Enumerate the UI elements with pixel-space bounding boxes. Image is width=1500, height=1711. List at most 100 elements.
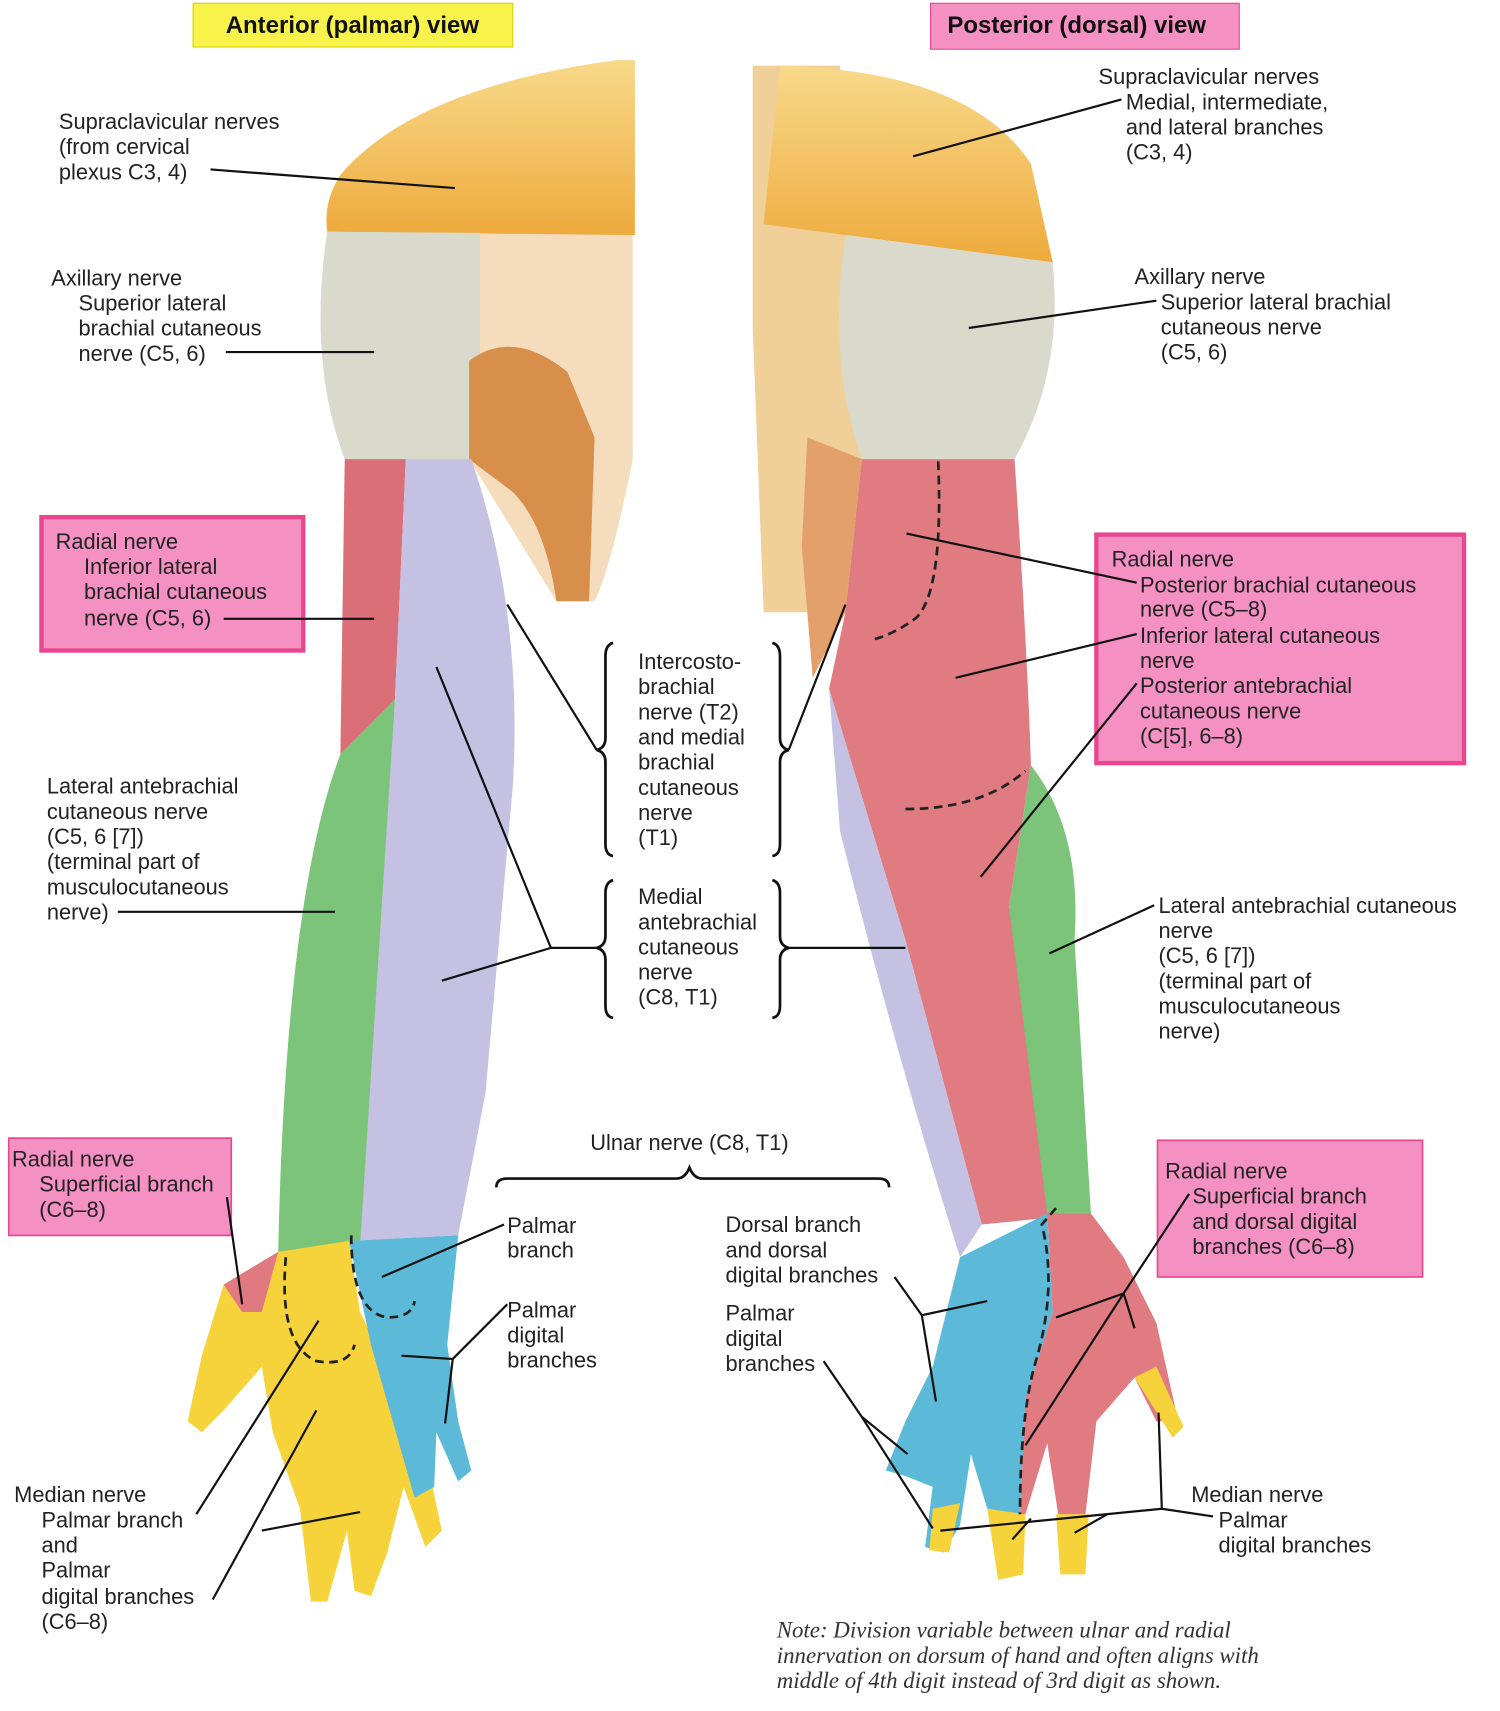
label-line: and dorsal digital xyxy=(1192,1209,1357,1234)
label-posterior-median: Median nerve Palmar digital branches xyxy=(940,1412,1372,1557)
leader-line xyxy=(940,1412,1214,1541)
label-posterior-palmar-digital: Palmar digital branches xyxy=(725,1301,934,1530)
label-line: (C5, 6 [7]) xyxy=(1159,943,1256,968)
note-line: Note: Division variable between ulnar an… xyxy=(776,1618,1231,1643)
label-line: digital xyxy=(507,1323,564,1348)
anterior-radial-box xyxy=(39,514,306,653)
label-anterior-radial-superficial: Radial nerve Superficial branch (C6–8) xyxy=(12,1147,244,1305)
label-line: (terminal part of xyxy=(1159,968,1313,993)
label-line: Supraclavicular nerves xyxy=(1099,64,1320,89)
label-line: digital xyxy=(725,1326,782,1351)
label-line: cutaneous nerve xyxy=(47,799,208,824)
label-anterior-lateral-antebrachial: Lateral antebrachial cutaneous nerve (C5… xyxy=(47,774,335,924)
median-hand-region xyxy=(187,1240,442,1602)
label-posterior-lateral-antebrachial: Lateral antebrachial cutaneous nerve (C5… xyxy=(1049,893,1457,1044)
label-line: digital branches xyxy=(725,1262,878,1287)
lateral-antebrachial-region xyxy=(1009,765,1091,1214)
label-line: Posterior antebrachial xyxy=(1140,673,1352,698)
label-intercostobrachial: Intercosto- brachial nerve (T2) and medi… xyxy=(506,604,847,858)
label-line: Axillary nerve xyxy=(51,265,182,290)
leader-line xyxy=(195,1320,361,1601)
right-brace xyxy=(771,641,790,858)
label-line: branches xyxy=(725,1351,815,1376)
label-line: branches xyxy=(507,1348,597,1373)
leader-line xyxy=(381,1223,505,1278)
footnote: Note: Division variable between ulnar an… xyxy=(776,1618,1259,1693)
radial-region xyxy=(340,459,406,755)
ulnar-palmar-boundary xyxy=(349,1235,416,1319)
label-line: Radial nerve xyxy=(56,529,178,554)
label-line: Inferior lateral xyxy=(84,554,217,579)
posterior-arm xyxy=(752,65,1184,1580)
note-line: middle of 4th digit instead of 3rd digit… xyxy=(777,1668,1221,1693)
label-line: branch xyxy=(507,1237,574,1262)
note-line: innervation on dorsum of hand and often … xyxy=(777,1643,1259,1668)
ulnar-dorsal-hand-region xyxy=(885,1213,1053,1553)
median-palmar-boundary xyxy=(283,1257,356,1364)
label-line: Superior lateral brachial xyxy=(1161,289,1391,314)
label-line: Ulnar nerve (C8, T1) xyxy=(590,1130,788,1155)
lateral-antebrachial-region xyxy=(278,699,395,1252)
anterior-arm xyxy=(187,60,635,1602)
posterior-radial-superficial-box xyxy=(1156,1139,1424,1278)
ulnar-brace xyxy=(495,1163,891,1188)
axillary-region xyxy=(839,235,1055,460)
label-line: Palmar xyxy=(725,1301,794,1326)
label-line: brachial cutaneous xyxy=(79,316,262,341)
label-line: (C[5], 6–8) xyxy=(1140,723,1243,748)
anterior-title-box xyxy=(192,2,514,48)
anterior-radial-superficial-box xyxy=(7,1137,233,1237)
label-line: (terminal part of xyxy=(47,849,201,874)
label-line: (C6–8) xyxy=(41,1609,108,1634)
ulnar-radial-hand-boundary xyxy=(1018,1207,1058,1515)
posterior-radial-box xyxy=(1094,532,1467,766)
label-anterior-axillary: Axillary nerve Superior lateral brachial… xyxy=(51,265,375,366)
radial-dorsal-hand-region xyxy=(1020,1213,1179,1515)
label-anterior-median: Median nerve Palmar branch and Palmar di… xyxy=(14,1320,361,1634)
label-line: Palmar xyxy=(507,1297,576,1322)
label-line: Intercosto- xyxy=(638,649,741,674)
leader-line xyxy=(1049,904,1155,955)
label-line: cutaneous xyxy=(638,934,739,959)
leader-line xyxy=(912,98,1122,158)
label-medial-antebrachial: Medial antebrachial cutaneous nerve (C8,… xyxy=(435,666,906,1020)
label-line: and dorsal xyxy=(725,1237,827,1262)
leader-line xyxy=(893,1276,988,1402)
right-brace xyxy=(771,878,790,1020)
label-line: and lateral branches xyxy=(1126,114,1324,139)
label-line: Palmar branch xyxy=(41,1507,183,1532)
intercostobrachial-region xyxy=(801,437,862,678)
intercostobrachial-region xyxy=(469,346,595,602)
posterior-title: Posterior (dorsal) view xyxy=(947,12,1206,39)
leader-line xyxy=(225,1196,244,1305)
axillary-region xyxy=(320,231,480,460)
label-line: (C6–8) xyxy=(39,1197,106,1222)
label-line: nerve xyxy=(1159,918,1214,943)
label-line: nerve (C5–8) xyxy=(1140,597,1267,622)
posterior-title-box xyxy=(929,2,1240,50)
label-line: digital branches xyxy=(41,1584,194,1609)
label-line: cutaneous xyxy=(638,775,739,800)
label-line: digital branches xyxy=(1219,1532,1372,1557)
label-ulnar: Ulnar nerve (C8, T1) xyxy=(495,1130,891,1188)
ulnar-hand-region xyxy=(349,1235,472,1498)
label-line: (C5, 6) xyxy=(1161,340,1228,365)
medial-cutaneous-region xyxy=(349,459,515,1241)
leader-line xyxy=(822,1360,934,1530)
label-line: Median nerve xyxy=(1191,1482,1323,1507)
label-anterior-radial-inferior: Radial nerve Inferior lateral brachial c… xyxy=(56,529,375,630)
label-line: nerve xyxy=(1140,648,1195,673)
label-line: nerve) xyxy=(47,899,109,924)
label-line: Inferior lateral cutaneous xyxy=(1140,623,1380,648)
label-line: Superficial branch xyxy=(39,1172,214,1197)
label-line: musculocutaneous xyxy=(1159,993,1341,1018)
label-anterior-supraclavicular: Supraclavicular nerves (from cervical pl… xyxy=(59,109,455,190)
label-line: Lateral antebrachial xyxy=(47,774,239,799)
label-line: nerve xyxy=(638,800,693,825)
label-line: Superior lateral xyxy=(79,290,227,315)
label-line: nerve xyxy=(638,960,693,985)
label-line: branches (C6–8) xyxy=(1192,1234,1354,1259)
label-line: Radial nerve xyxy=(1112,546,1234,571)
leader-line xyxy=(210,168,455,190)
